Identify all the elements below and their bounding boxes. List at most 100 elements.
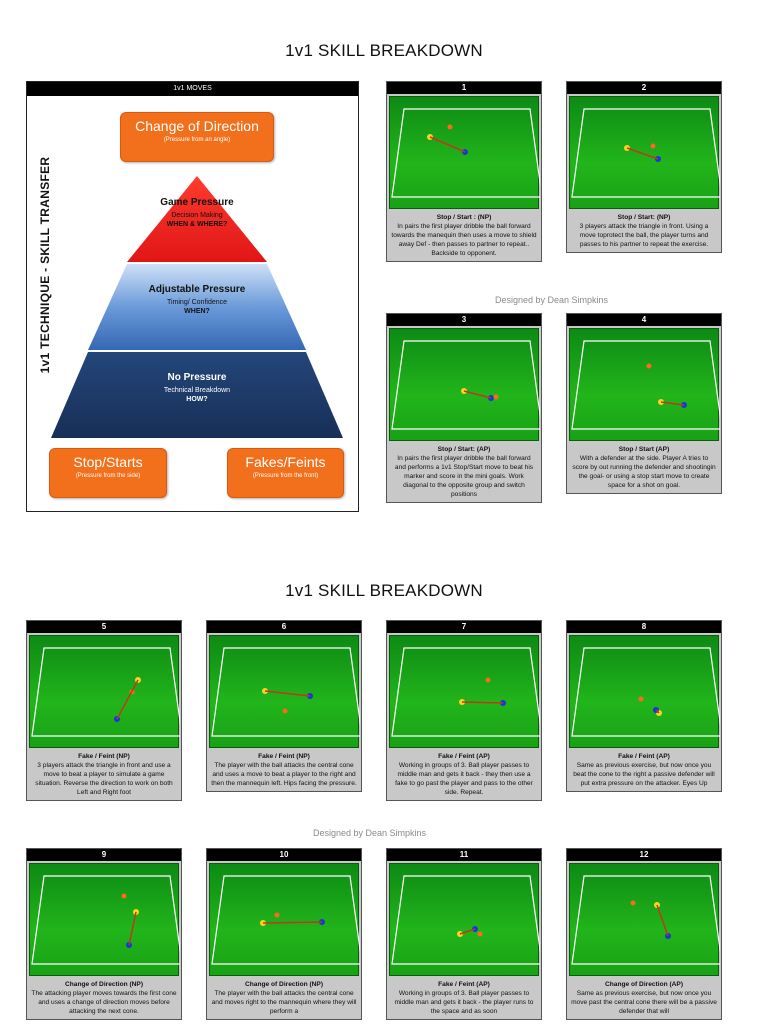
drill-card-number: 5 (27, 621, 181, 633)
change-of-direction-title: Change of Direction (135, 118, 259, 134)
pitch-outline (391, 340, 540, 430)
drill-card-number: 12 (567, 849, 721, 861)
cone-marker (447, 124, 453, 130)
cone-marker (121, 893, 127, 899)
stop-starts-box: Stop/Starts (Pressure from the side) (49, 448, 167, 498)
drill-title: Stop / Start: (AP) (437, 446, 491, 453)
pyramid-top-tier (127, 176, 267, 262)
drill-text: In pairs the first player dribble the ba… (391, 223, 537, 257)
pitch-diagram (209, 635, 360, 748)
drill-description: Fake / Feint (NP) 3 players attack the tr… (27, 750, 181, 800)
drill-card-number: 10 (207, 849, 361, 861)
pitch-outline (571, 875, 720, 965)
pitch-outline (571, 108, 720, 198)
section-title-1: 1v1 SKILL BREAKDOWN (285, 41, 483, 60)
pyramid-graphic (51, 176, 343, 438)
fakes-feints-box: Fakes/Feints (Pressure from the front) (227, 448, 344, 498)
no-pressure-label: No Pressure Technical Breakdown HOW? (163, 372, 231, 403)
drill-title: Fake / Feint (AP) (618, 753, 670, 760)
drill-description: Stop / Start (AP)With a defender at the … (567, 443, 721, 493)
drill-card-number: 11 (387, 849, 541, 861)
pitch-outline (571, 647, 720, 737)
pitch-outline (211, 647, 360, 737)
adjustable-pressure-label: Adjustable Pressure Timing/ Confidence W… (148, 284, 246, 315)
cone-marker (493, 394, 499, 400)
section-title-2: 1v1 SKILL BREAKDOWN (285, 581, 483, 600)
pitch-diagram (569, 635, 720, 748)
cone-marker (485, 677, 491, 683)
drill-title: Fake / Feint (NP) (258, 753, 310, 760)
pitch-outline (391, 108, 540, 198)
movement-arrow (116, 679, 139, 720)
drill-description: Change of Direction (NP) The player with … (207, 978, 361, 1019)
pitch-diagram (569, 863, 720, 976)
pitch-outline (391, 875, 540, 965)
pitch-outline (391, 647, 540, 737)
pitch-diagram (29, 635, 180, 748)
drill-text: Working in groups of 3. Ball player pass… (394, 990, 534, 1015)
drill-text: Same as previous exercise, but now once … (573, 762, 715, 787)
pitch-diagram (389, 635, 540, 748)
drill-description: Fake / Feint (AP) Working in groups of 3.… (387, 978, 541, 1019)
drill-title: Stop / Start (AP) (618, 446, 670, 453)
cone-marker (282, 708, 288, 714)
drill-title: Change of Direction (NP) (244, 981, 324, 988)
drill-card-number: 3 (387, 314, 541, 326)
change-of-direction-box: Change of Direction (Pressure from an an… (120, 112, 274, 162)
change-of-direction-sub: (Pressure from an angle) (163, 137, 231, 143)
game-pressure-label: Game Pressure Decision Making WHEN & WHE… (160, 197, 234, 228)
cone-marker (477, 931, 483, 937)
drill-card-number: 1 (387, 82, 541, 94)
pitch-diagram (569, 96, 720, 209)
pitch-diagram (29, 863, 180, 976)
cone-marker (646, 363, 652, 369)
drill-text: In pairs the first player dribble the ba… (394, 455, 534, 498)
movement-arrow (660, 401, 685, 406)
movement-arrow (429, 136, 466, 153)
pitch-diagram (389, 863, 540, 976)
drill-text: The attacking player moves towards the f… (31, 990, 177, 1015)
movement-arrow (262, 921, 323, 924)
drill-title: Fake / Feint (AP) (438, 981, 490, 988)
movement-arrow (461, 701, 504, 704)
pitch-diagram (389, 96, 540, 209)
cone-marker (274, 912, 280, 918)
cone-marker (638, 696, 644, 702)
pyramid-bottom-tier (51, 352, 343, 438)
pyramid-middle-tier (88, 264, 306, 350)
stop-starts-title: Stop/Starts (73, 454, 143, 470)
pitch-diagram (389, 328, 540, 441)
pitch-outline (211, 875, 360, 965)
drill-title: Stop / Start : (NP) (436, 214, 492, 221)
drill-description: Fake / Feint (AP) Working in groups of 3.… (387, 750, 541, 800)
movement-arrow (656, 904, 669, 937)
drill-description: Stop / Start : (NP) In pairs the first pl… (387, 211, 541, 261)
drill-text: Working in groups of 3. Ball player pass… (395, 762, 533, 796)
drill-title: Fake / Feint (AP) (438, 753, 490, 760)
pitch-diagram (209, 863, 360, 976)
movement-arrow (655, 709, 660, 714)
drill-card-number: 4 (567, 314, 721, 326)
drill-title: Fake / Feint (NP) (78, 753, 130, 760)
movement-arrow (626, 147, 659, 160)
moves-panel-header: 1v1 MOVES (27, 82, 358, 96)
drill-card-number: 6 (207, 621, 361, 633)
fakes-feints-title: Fakes/Feints (245, 454, 326, 470)
drill-description: Fake / Feint (AP) Same as previous exerci… (567, 750, 721, 791)
vertical-title: 1v1 TECHNIQUE - SKILL TRANSFER (38, 156, 52, 374)
drill-text: 3 players attack the triangle in front a… (35, 762, 173, 796)
drill-description: Stop / Start: (AP) In pairs the first pla… (387, 443, 541, 502)
drill-title: Change of Direction (NP) (64, 981, 144, 988)
drill-text: The player with the ball attacks the cen… (211, 990, 357, 1015)
drill-description: Stop / Start: (NP)3 players attack the t… (567, 211, 721, 252)
